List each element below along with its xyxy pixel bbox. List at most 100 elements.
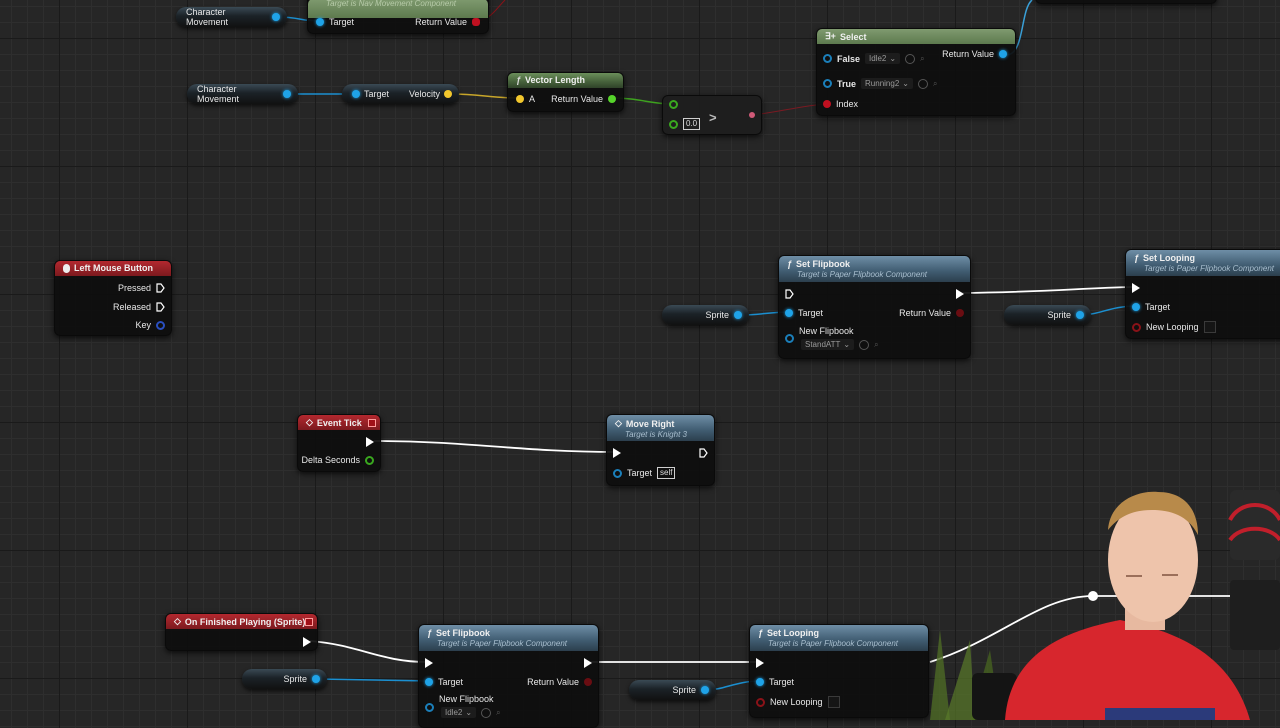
object-pin-icon[interactable] (701, 686, 709, 694)
search-icon[interactable]: ⌕ (496, 707, 501, 717)
greater-than-node[interactable]: 0.0 > (662, 95, 762, 135)
flipbook-dropdown[interactable]: StandATT⌄ (801, 339, 855, 350)
browse-icon[interactable] (481, 707, 492, 718)
nav-movement-function-node[interactable]: Target is Nav Movement Component Target … (307, 0, 489, 34)
new-flipbook-value-row[interactable]: StandATT⌄ ⌕ (801, 339, 879, 350)
new-looping-checkbox[interactable] (827, 696, 840, 708)
exec-in-pin[interactable] (613, 448, 621, 458)
return-pin-row[interactable]: Return Value (942, 49, 1007, 59)
exec-pin-icon[interactable] (785, 289, 794, 299)
exec-out-pin[interactable] (366, 437, 374, 447)
object-pin-icon[interactable] (785, 309, 793, 317)
target-pin-row[interactable]: Target (316, 17, 354, 27)
return-pin-row[interactable]: Return Value (415, 17, 480, 27)
exec-pin-icon[interactable] (699, 448, 708, 458)
exec-pin-icon[interactable] (613, 448, 621, 458)
object-pin-icon[interactable] (785, 334, 794, 343)
vector-pin-icon[interactable] (444, 90, 452, 98)
new-looping-pin-row[interactable]: New Looping (1132, 321, 1216, 333)
browse-icon[interactable] (917, 78, 928, 89)
bool-pin-icon[interactable] (1132, 322, 1141, 332)
object-pin-icon[interactable] (283, 90, 291, 98)
new-flipbook-pin[interactable] (785, 334, 794, 343)
object-pin-icon[interactable] (1076, 311, 1084, 319)
exec-out-pin[interactable] (699, 448, 708, 458)
sprite-variable[interactable]: Sprite (1004, 305, 1091, 325)
object-pin-icon[interactable] (272, 13, 280, 21)
object-pin-icon[interactable] (1132, 303, 1140, 311)
bool-pin-icon[interactable] (749, 112, 755, 118)
exec-pin-icon[interactable] (156, 283, 165, 293)
bool-pin-icon[interactable] (956, 309, 964, 317)
exec-out-pin[interactable] (956, 289, 964, 299)
target-pin-row[interactable]: Target (1132, 302, 1170, 312)
false-value-dropdown[interactable]: Idle2⌄ (865, 53, 901, 64)
event-tick-node[interactable]: ◇Event Tick Delta Seconds (297, 414, 381, 472)
object-pin-icon[interactable] (425, 678, 433, 686)
object-pin-icon[interactable] (823, 79, 832, 88)
return-pin-row[interactable]: Return Value (551, 94, 616, 104)
value-input[interactable]: 0.0 (683, 118, 701, 130)
bool-pin-icon[interactable] (756, 697, 765, 707)
exec-pin-icon[interactable] (956, 289, 964, 299)
character-movement-variable[interactable]: Character Movement (187, 84, 298, 104)
object-pin-icon[interactable] (999, 50, 1007, 58)
exec-pin-icon[interactable] (156, 302, 165, 312)
browse-icon[interactable] (859, 339, 870, 350)
sprite-variable[interactable]: Sprite (662, 305, 749, 325)
on-finished-playing-event-node[interactable]: ◇On Finished Playing (Sprite) (165, 613, 318, 651)
object-pin-icon[interactable] (734, 311, 742, 319)
delegate-pin-icon[interactable] (368, 419, 376, 427)
exec-pin-icon[interactable] (756, 658, 764, 668)
search-icon[interactable]: ⌕ (920, 53, 925, 63)
exec-pin-icon[interactable] (425, 658, 433, 668)
exec-pin-icon[interactable] (303, 637, 311, 647)
target-value-input[interactable]: self (657, 467, 676, 479)
object-pin-icon[interactable] (756, 678, 764, 686)
released-pin-row[interactable]: Released (113, 302, 165, 312)
return-pin-row[interactable]: Return Value (527, 677, 592, 687)
exec-in-pin[interactable] (1132, 283, 1140, 293)
offscreen-node[interactable] (1035, 0, 1217, 4)
target-pin-row[interactable]: Target (756, 677, 794, 687)
exec-pin-icon[interactable] (584, 658, 592, 668)
move-right-node[interactable]: ◇Move Right Target is Knight 3 Target se… (606, 414, 715, 486)
select-node[interactable]: ∃+Select False Idle2⌄ ⌕ Return Value Tru… (816, 28, 1016, 116)
new-looping-checkbox[interactable] (1203, 321, 1216, 333)
bool-pin-icon[interactable] (584, 678, 592, 686)
flipbook-dropdown[interactable]: Idle2⌄ (441, 707, 477, 718)
search-icon[interactable]: ⌕ (932, 78, 938, 88)
false-pin-row[interactable]: False Idle2⌄ ⌕ (823, 53, 925, 64)
delta-seconds-pin-row[interactable]: Delta Seconds (301, 455, 374, 465)
float-pin-icon[interactable] (365, 455, 374, 465)
float-pin-icon[interactable] (608, 95, 616, 103)
float-pin-icon[interactable] (669, 119, 678, 129)
delegate-pin-icon[interactable] (305, 618, 313, 626)
exec-in-pin[interactable] (785, 289, 794, 299)
exec-in-pin[interactable] (756, 658, 764, 668)
target-pin-row[interactable]: Target self (613, 467, 676, 479)
target-pin-row[interactable]: Target (425, 677, 463, 687)
object-pin-icon[interactable] (316, 18, 324, 26)
target-pin-row[interactable]: Target (785, 308, 823, 318)
left-mouse-button-event-node[interactable]: Left Mouse Button Pressed Released Key (54, 260, 172, 336)
a-pin-row[interactable] (669, 100, 678, 109)
exec-pin-icon[interactable] (366, 437, 374, 447)
key-pin-row[interactable]: Key (135, 320, 165, 330)
browse-icon[interactable] (905, 53, 916, 64)
search-icon[interactable]: ⌕ (874, 339, 879, 349)
true-pin-row[interactable]: True Running2⌄ ⌕ (823, 78, 937, 89)
bool-pin-icon[interactable] (472, 18, 480, 26)
result-pin-row[interactable] (749, 112, 755, 118)
character-movement-variable[interactable]: Character Movement (176, 7, 287, 27)
object-pin-icon[interactable] (352, 90, 360, 98)
vector-pin-icon[interactable] (516, 95, 524, 103)
sprite-variable[interactable]: Sprite (242, 669, 327, 689)
new-flipbook-value-row[interactable]: Idle2⌄ ⌕ (441, 707, 501, 718)
new-flipbook-pin[interactable] (425, 703, 434, 712)
